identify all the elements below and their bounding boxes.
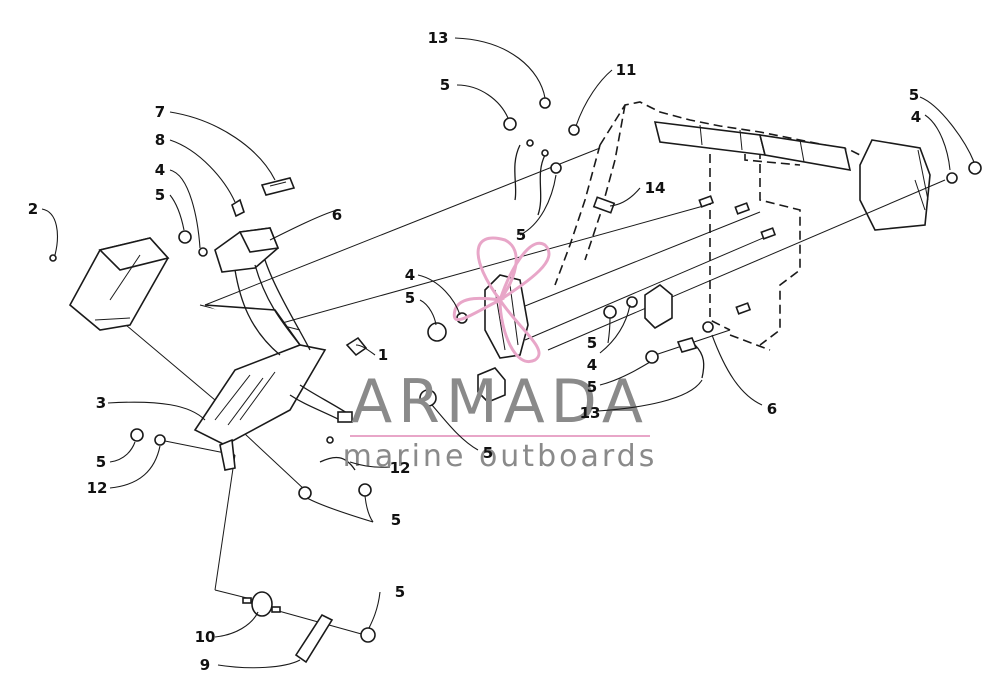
part-rectifier [644, 284, 673, 330]
part-decal [260, 177, 296, 196]
callout-5-center: 5 [405, 289, 415, 307]
callout-4-center: 4 [405, 266, 415, 284]
callout-4-right: 4 [587, 356, 597, 374]
right-bracket [859, 139, 931, 231]
callout-numbers: 1 2 3 4 4 4 4 5 5 5 5 5 5 5 5 5 5 5 6 6 … [28, 29, 921, 674]
callout-10: 9 [200, 656, 210, 674]
callout-leaders [41, 37, 975, 669]
callout-5-lower-middle: 5 [391, 511, 401, 529]
callout-11: 10 [195, 628, 216, 646]
callout-5-right-upper: 5 [587, 334, 597, 352]
callout-4-far-right: 4 [911, 108, 921, 126]
watermark-brand: ARMADA [351, 367, 649, 437]
fasteners [130, 97, 982, 643]
callout-3: 3 [96, 394, 106, 412]
wiring-harness [289, 384, 356, 471]
callout-5-right-lower: 5 [587, 378, 597, 396]
part-cover [49, 237, 170, 331]
callout-8: 7 [155, 103, 165, 121]
right-lead [676, 337, 705, 379]
part-bushing [242, 591, 281, 617]
callout-2: 2 [28, 200, 38, 218]
part-clip [231, 198, 245, 218]
callout-13-right: 13 [580, 404, 601, 422]
callout-5-far-right: 5 [909, 86, 919, 104]
callout-5-top: 5 [440, 76, 450, 94]
callout-7: 6 [332, 206, 342, 224]
part-mounting-plate [193, 304, 327, 471]
callout-6-right: 6 [767, 400, 777, 418]
part-strap [294, 613, 334, 664]
callout-12-top: 11 [616, 61, 637, 79]
callout-5-relay: 5 [483, 444, 493, 462]
callout-14-right: 14 [645, 179, 666, 197]
part-relay [477, 367, 506, 403]
callout-4-left: 4 [155, 161, 165, 179]
callout-9: 8 [155, 131, 165, 149]
part-module [214, 227, 311, 356]
watermark-tagline: marine outboards [343, 439, 658, 474]
upper-wiring [514, 139, 562, 216]
part-connector [345, 336, 368, 357]
callout-5-bottom: 5 [395, 583, 405, 601]
studs [592, 195, 777, 315]
watermark: ARMADA marine outboards [343, 236, 658, 474]
callout-12-left: 12 [87, 479, 108, 497]
watermark-propeller-icon [452, 236, 551, 364]
callout-1: 1 [378, 346, 388, 364]
callout-5-left: 5 [155, 186, 165, 204]
callout-14-top: 13 [428, 29, 449, 47]
callout-6-center: 5 [516, 226, 526, 244]
callout-13-left: 12 [390, 459, 411, 477]
callout-5-lower-left: 5 [96, 453, 106, 471]
frame-tube [653, 121, 852, 171]
